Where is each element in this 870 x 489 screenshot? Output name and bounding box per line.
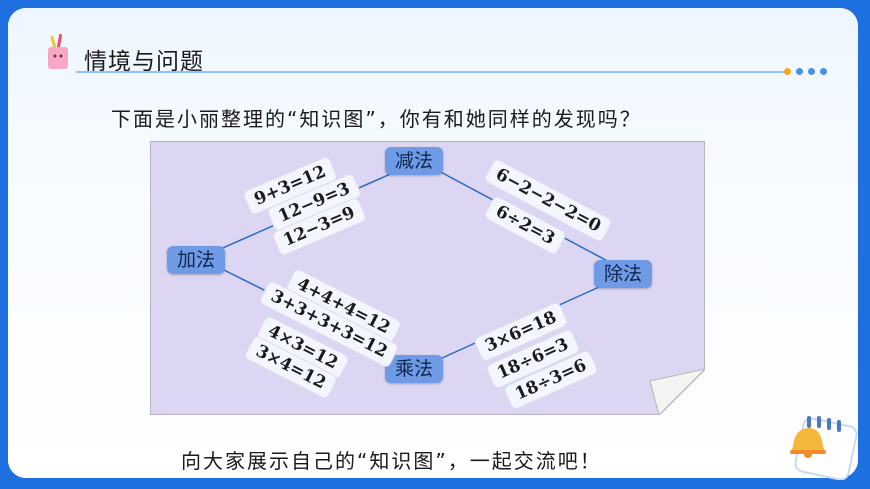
node-multiplication: 乘法	[385, 355, 444, 383]
dot	[796, 68, 803, 75]
header-divider	[76, 71, 786, 73]
dot	[784, 68, 791, 75]
slide-frame: 情境与问题 下面是小丽整理的“知识图”，你有和她同样的发现吗？ 加法 减法 乘法…	[8, 8, 858, 478]
pencil-cup-icon	[48, 34, 68, 69]
node-division: 除法	[594, 260, 653, 288]
dot	[808, 68, 815, 75]
knowledge-map: 加法 减法 乘法 除法 9+3=12 12−9=3 12−3=9 6−2−2−2…	[150, 141, 705, 415]
section-title: 情境与问题	[84, 49, 204, 75]
dot	[820, 68, 827, 75]
question-text: 下面是小丽整理的“知识图”，你有和她同样的发现吗？	[111, 107, 642, 131]
node-subtraction: 减法	[385, 147, 444, 175]
node-addition: 加法	[167, 246, 226, 274]
decorative-dots	[784, 68, 827, 75]
footer-text: 向大家展示自己的“知识图”，一起交流吧！	[181, 449, 602, 473]
bell-calendar-icon	[790, 416, 858, 480]
